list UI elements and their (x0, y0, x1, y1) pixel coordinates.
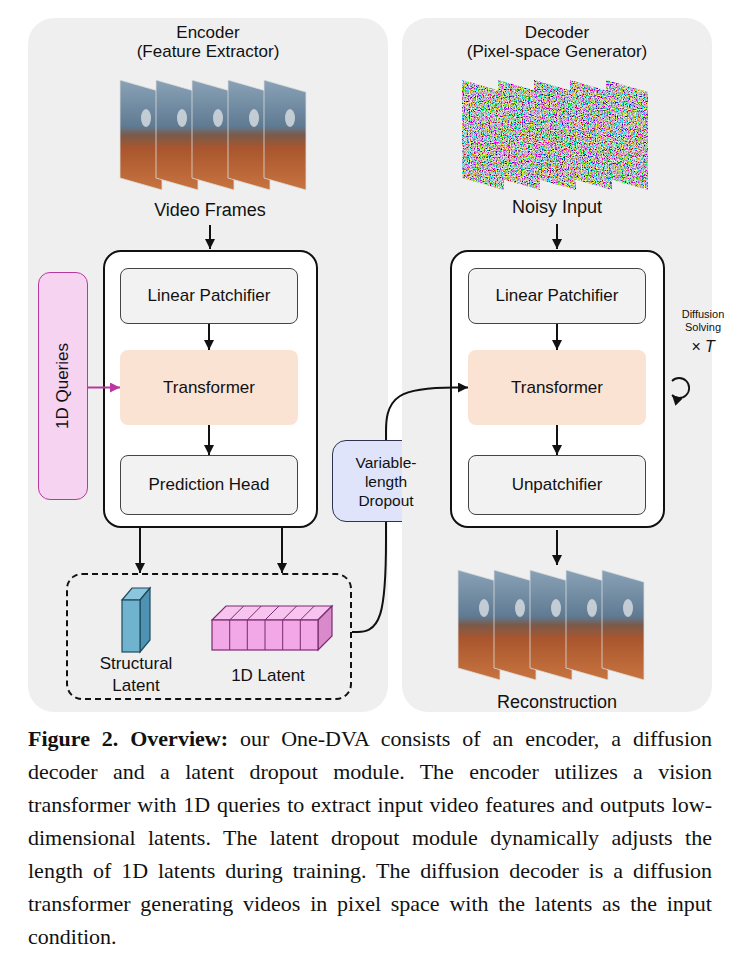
video-frames (120, 80, 306, 190)
video-frames (177, 109, 187, 127)
video-frames (249, 109, 259, 127)
noisy-frames (570, 80, 612, 190)
reconstruction-frames (551, 599, 561, 617)
connector (208, 425, 210, 455)
1d-latent-icon (282, 620, 283, 650)
transformer-box: Transformer (468, 350, 646, 425)
panel-heading: Encoder (Feature Extractor) (28, 23, 388, 61)
figure-caption: Figure 2. Overview: our One-DVA consists… (28, 722, 712, 953)
video-frames (120, 80, 162, 190)
structural-latent-icon (122, 600, 140, 652)
noisy-frames (534, 80, 576, 190)
box-label: Linear Patchifier (496, 286, 619, 306)
1d-latent-icon (212, 606, 332, 620)
panel-heading: Decoder (Pixel-space Generator) (402, 23, 712, 61)
box-label: Linear Patchifier (148, 286, 271, 306)
1d-latent-icon (318, 606, 332, 650)
connector (88, 387, 120, 389)
video-frames (264, 80, 306, 190)
box-label: Variable-length Dropout (344, 453, 428, 510)
decoder-panel: Decoder (Pixel-space Generator) Linear Pa… (402, 18, 712, 712)
box-label: 1D Queries (53, 343, 73, 429)
video-frames (192, 80, 234, 190)
1d-latent-icon (283, 606, 297, 620)
reconstruction-frames (530, 570, 572, 680)
1d-latent-icon (247, 620, 248, 650)
video-frames (285, 109, 295, 127)
reconstruction-frames (494, 570, 536, 680)
1d-latent-icon (247, 606, 261, 620)
module-frame: Linear PatchifierTransformerUnpatchifier (450, 250, 665, 528)
video-frames (228, 80, 270, 190)
1d-latent-icon (300, 620, 301, 650)
structural-latent-icon (122, 588, 150, 652)
process-box: Linear Patchifier (468, 268, 646, 324)
connector (556, 324, 558, 350)
1d-latent-icon (265, 606, 279, 620)
reconstruction-frames (515, 599, 525, 617)
reconstruction-frames (566, 570, 608, 680)
reconstruction-frames (623, 599, 633, 617)
latent-label: 1D Latent (203, 665, 333, 687)
noisy-frames (462, 80, 648, 190)
noisy-frames (606, 80, 648, 190)
flow-arrow (210, 224, 557, 565)
illustration-label: Video Frames (110, 200, 310, 221)
box-label: Prediction Head (149, 475, 270, 495)
illustration-label: Noisy Input (457, 197, 657, 218)
box-label: Transformer (511, 378, 603, 398)
connector (386, 388, 468, 441)
flow-arrow (209, 225, 211, 249)
video-frames (141, 109, 151, 127)
latent-group (66, 573, 352, 700)
1d-latent-icon (265, 620, 266, 650)
1d-latent-icon (229, 620, 230, 650)
1d-latent-icon (212, 606, 332, 650)
1d-latent-icon (212, 620, 318, 650)
flow-arrow (556, 224, 558, 249)
video-frames (156, 80, 198, 190)
box-label: Transformer (163, 378, 255, 398)
1d-latent-icon (300, 606, 314, 620)
process-box: Linear Patchifier (120, 268, 298, 324)
structural-latent-icon (122, 588, 150, 600)
loop-arrow (672, 378, 689, 398)
query-box: 1D Queries (38, 272, 88, 500)
connector (352, 522, 386, 632)
reconstruction-frames (587, 599, 597, 617)
transformer-box: Transformer (120, 350, 298, 425)
reconstruction-frames (458, 570, 500, 680)
latent-label: Structural Latent (88, 653, 184, 697)
reconstruction-frames (458, 570, 644, 680)
structural-latent-icon (140, 588, 150, 652)
module-frame: Linear PatchifierTransformerPrediction H… (103, 250, 318, 528)
reconstruction-frames (479, 599, 489, 617)
loop-label: Diffusion Solving (672, 308, 734, 334)
process-box: Prediction Head (120, 455, 298, 515)
loop-label: × T (681, 337, 725, 356)
noisy-frames (462, 80, 504, 190)
connector (139, 528, 141, 573)
connector (281, 528, 283, 573)
process-box: Unpatchifier (468, 455, 646, 515)
connector (556, 425, 558, 455)
flow-arrow (556, 530, 558, 565)
illustration-label: Reconstruction (457, 692, 657, 713)
encoder-panel: Encoder (Feature Extractor) Linear Patchi… (28, 18, 388, 712)
reconstruction-frames (602, 570, 644, 680)
loop-arrow (672, 378, 689, 398)
video-frames (213, 109, 223, 127)
box-label: Unpatchifier (512, 475, 603, 495)
connector (208, 324, 210, 350)
noisy-frames (498, 80, 540, 190)
1d-latent-icon (230, 606, 244, 620)
